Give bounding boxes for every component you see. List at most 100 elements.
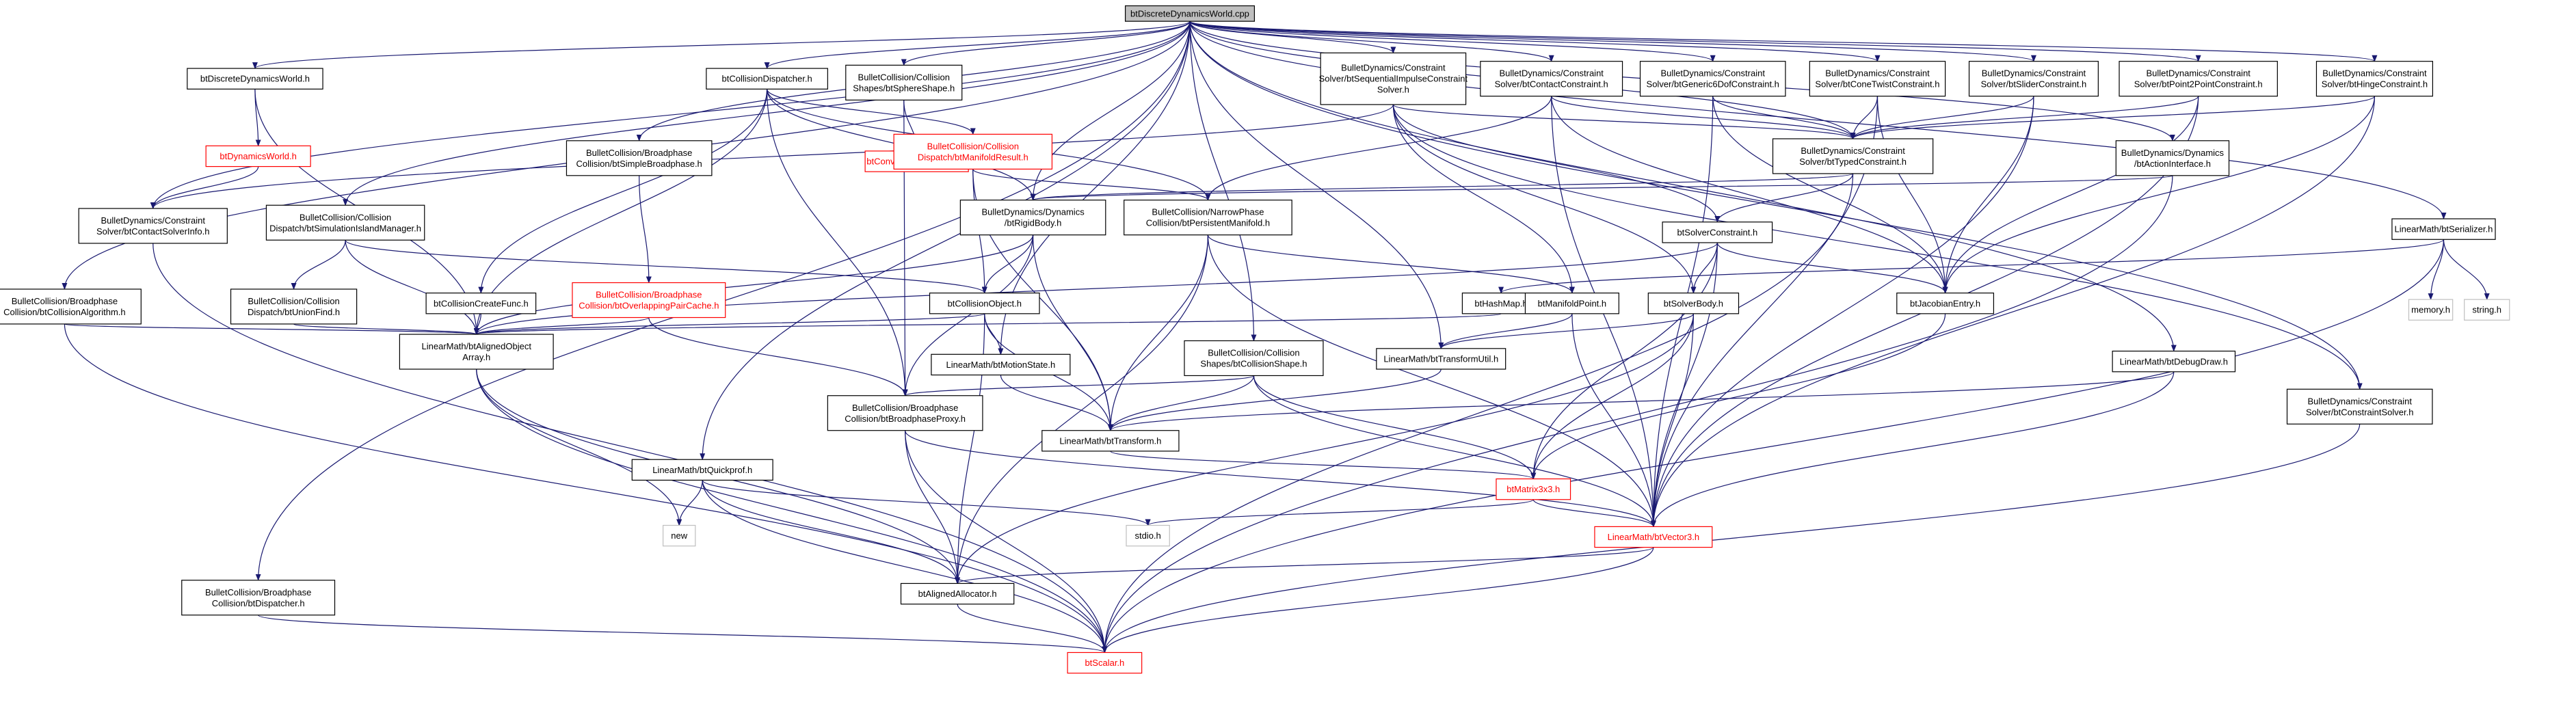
node-bulletdynamics-constraint-solver-btcontactsolverinfo-h[interactable]: BulletDynamics/ConstraintSolver/btContac… — [78, 208, 228, 244]
edge-btSBoh-to-btV3h — [1650, 313, 1694, 528]
node-linearmath-btserializer-h[interactable]: LinearMath/btSerializer.h — [2391, 218, 2496, 240]
node-btcollisionobject-h[interactable]: btCollisionObject.h — [929, 293, 1040, 314]
node-bulletdynamics-constraint-solver-bthingeconstraint-h[interactable]: BulletDynamics/ConstraintSolver/btHingeC… — [2315, 61, 2434, 97]
edge-root-to-btCSvh — [1189, 21, 2363, 390]
node-box — [399, 334, 554, 370]
node-bulletcollision-broadphase-collision-btoverlappingpaircache-h[interactable]: BulletCollision/BroadphaseCollision/btOv… — [572, 282, 726, 319]
node-btdynamicsworld-h[interactable]: btDynamicsWorld.h — [205, 145, 311, 167]
node-bulletcollision-narrowphase-collision-btpersistentmanifold-h[interactable]: BulletCollision/NarrowPhaseCollision/btP… — [1124, 200, 1292, 236]
node-btalignedallocator-h[interactable]: btAlignedAllocator.h — [900, 582, 1015, 605]
edge-btBPh-to-btAAh — [905, 430, 961, 584]
node-label-line: Dispatch/btManifoldResult.h — [918, 152, 1028, 162]
node-label-line: LinearMath/btTransform.h — [1059, 435, 1161, 446]
node-box — [1320, 52, 1467, 105]
node-stdio-h[interactable]: stdio.h — [1126, 524, 1170, 547]
node-bulletcollision-broadphase-collision-btsimplebroadphase-h[interactable]: BulletCollision/BroadphaseCollision/btSi… — [566, 140, 713, 176]
node-label-line: btScalar.h — [1085, 658, 1124, 668]
node-btcollisioncreatefunc-h[interactable]: btCollisionCreateFunc.h — [425, 293, 537, 314]
node-btsolverbody-h[interactable]: btSolverBody.h — [1647, 293, 1740, 314]
edge-btSCh-to-btM3h — [1530, 242, 1718, 480]
edge-btCAh-to-btScah — [64, 323, 1108, 654]
edge-btQPh-to-newh — [676, 480, 703, 526]
node-btmatrix3x3-h[interactable]: btMatrix3x3.h — [1496, 478, 1571, 500]
node-bulletcollision-collision-dispatch-btunionfind-h[interactable]: BulletCollision/CollisionDispatch/btUnio… — [230, 288, 358, 325]
node-bulletdynamics-dynamics-btactioninterface-h[interactable]: BulletDynamics/Dynamics/btActionInterfac… — [2115, 140, 2230, 176]
edge-btSIMh-to-btUFh — [291, 240, 346, 290]
node-bulletdynamics-constraint-solver-btconstraintsolver-h[interactable]: BulletDynamics/ConstraintSolver/btConstr… — [2286, 388, 2433, 425]
node-label-line: BulletDynamics/Constraint — [1660, 68, 1765, 79]
node-box — [566, 140, 713, 176]
edge-root-to-btCShh — [1189, 21, 1257, 342]
node-linearmath-bttransformutil-h[interactable]: LinearMath/btTransformUtil.h — [1376, 348, 1506, 370]
edge-btCSIh-to-btScah — [152, 243, 1108, 654]
node-bulletdynamics-constraint-solver-btsequentialimpulseconstraint-solver-h[interactable]: BulletDynamics/ConstraintSolver/btSequen… — [1319, 52, 1468, 105]
node-label-line: stdio.h — [1134, 530, 1160, 541]
edge-btSICS-to-btSBoh — [1392, 104, 1697, 294]
node-linearmath-btquickprof-h[interactable]: LinearMath/btQuickprof.h — [631, 459, 773, 481]
node-bulletcollision-collision-dispatch-btsimulationislandmanager-h[interactable]: BulletCollision/CollisionDispatch/btSimu… — [265, 204, 425, 241]
node-label-line: BulletDynamics/Constraint — [1982, 68, 2086, 79]
node-btscalar-h[interactable]: btScalar.h — [1067, 651, 1143, 674]
edge-root-to-btSerh — [1189, 21, 2447, 220]
node-linearmath-btvector3-h[interactable]: LinearMath/btVector3.h — [1594, 526, 1713, 548]
edge-btRBh-to-btBPh — [902, 234, 1034, 396]
edge-root-to-btCDh — [764, 21, 1191, 70]
edge-btV3h-to-btAAh — [955, 547, 1654, 584]
edge-btCOh-to-btAOAh — [474, 313, 985, 336]
edge-btCCh-to-btTCh — [1551, 96, 1856, 139]
node-box — [931, 353, 1071, 376]
edge-btTCh-to-btScah — [1102, 173, 1854, 654]
edge-btPMh-to-btAAh — [955, 234, 1209, 584]
node-bulletcollision-broadphase-collision-btcollisionalgorithm-h[interactable]: BulletCollision/BroadphaseCollision/btCo… — [0, 288, 142, 325]
node-label-line: Dispatch/btUnionFind.h — [248, 307, 340, 317]
node-label-line: btSolverBody.h — [1664, 298, 1723, 308]
node-box — [900, 582, 1015, 605]
node-label-line: BulletCollision/Collision — [300, 212, 391, 222]
node-label-line: BulletDynamics/Constraint — [1341, 63, 1446, 73]
node-memory-h[interactable]: memory.h — [2408, 299, 2454, 321]
node-new[interactable]: new — [663, 524, 696, 547]
node-bulletdynamics-constraint-solver-btcontactconstraint-h[interactable]: BulletDynamics/ConstraintSolver/btContac… — [1480, 61, 1623, 97]
edge-btSICS-to-btTCh — [1392, 104, 1856, 139]
node-linearmath-btmotionstate-h[interactable]: LinearMath/btMotionState.h — [931, 353, 1071, 376]
node-label-line: string.h — [2472, 305, 2501, 315]
node-btsolverconstraint-h[interactable]: btSolverConstraint.h — [1662, 221, 1773, 243]
node-btdiscretedynamicsworld-cpp[interactable]: btDiscreteDynamicsWorld.cpp — [1124, 5, 1256, 22]
edge-btHi-to-btJEh — [1942, 96, 2376, 294]
node-box — [2286, 388, 2433, 425]
node-linearmath-btdebugdraw-h[interactable]: LinearMath/btDebugDraw.h — [2112, 350, 2236, 373]
node-bulletcollision-collision-shapes-btsphereshape-h[interactable]: BulletCollision/CollisionShapes/btSphere… — [845, 64, 963, 100]
edge-btCSvh-to-btScah — [1102, 424, 2361, 654]
edge-btSIMh-to-btCOh — [345, 239, 987, 294]
edge-root-to-btQPh — [700, 21, 1191, 461]
edge-btBPh-to-btV3h — [905, 430, 1656, 528]
node-label-line: BulletCollision/Broadphase — [205, 587, 311, 597]
node-btmanifoldpoint-h[interactable]: btManifoldPoint.h — [1524, 293, 1619, 314]
edge-btQPh-to-btScah — [702, 480, 1108, 654]
node-label-line: Solver/btSequentialImpulseConstraint — [1319, 74, 1468, 84]
node-linearmath-bttransform-h[interactable]: LinearMath/btTransform.h — [1041, 430, 1180, 452]
node-bulletdynamics-constraint-solver-btsliderconstraint-h[interactable]: BulletDynamics/ConstraintSolver/btSlider… — [1968, 61, 2099, 97]
node-label-line: Solver/btContactConstraint.h — [1495, 79, 1608, 90]
edge-btCDh-to-btMRh — [767, 89, 976, 135]
node-bulletdynamics-dynamics-btrigidbody-h[interactable]: BulletDynamics/Dynamics/btRigidBody.h — [959, 200, 1106, 236]
node-bulletdynamics-constraint-solver-btconetwistconstraint-h[interactable]: BulletDynamics/ConstraintSolver/btConeTw… — [1809, 61, 1946, 97]
node-bulletcollision-broadphase-collision-btdispatcher-h[interactable]: BulletCollision/BroadphaseCollision/btDi… — [181, 580, 336, 616]
node-label-line: btDiscreteDynamicsWorld.h — [200, 74, 310, 84]
edge-btAIh-to-btRBh — [1031, 175, 2173, 201]
node-btjacobianentry-h[interactable]: btJacobianEntry.h — [1896, 293, 1995, 314]
node-bulletdynamics-constraint-solver-btpoint2pointconstraint-h[interactable]: BulletDynamics/ConstraintSolver/btPoint2… — [2119, 61, 2278, 97]
node-string-h[interactable]: string.h — [2464, 299, 2510, 321]
node-bulletcollision-collision-dispatch-btmanifoldresult-h[interactable]: BulletCollision/CollisionDispatch/btMani… — [893, 133, 1053, 170]
edge-btP2P-to-btJEh — [1942, 96, 2199, 294]
node-box — [1041, 430, 1180, 452]
node-bulletcollision-collision-shapes-btcollisionshape-h[interactable]: BulletCollision/CollisionShapes/btCollis… — [1184, 340, 1324, 377]
node-box — [1896, 293, 1995, 314]
node-bulletcollision-broadphase-collision-btbroadphaseproxy-h[interactable]: BulletCollision/BroadphaseCollision/btBr… — [827, 395, 983, 431]
node-btdiscretedynamicsworld-h[interactable]: btDiscreteDynamicsWorld.h — [187, 68, 323, 90]
node-bulletdynamics-constraint-solver-bttypedconstraint-h[interactable]: BulletDynamics/ConstraintSolver/btTypedC… — [1772, 138, 1934, 174]
node-bulletdynamics-constraint-solver-btgeneric6dofconstraint-h[interactable]: BulletDynamics/ConstraintSolver/btGeneri… — [1639, 61, 1786, 97]
node-label-line: memory.h — [2411, 305, 2450, 315]
node-btcollisiondispatcher-h[interactable]: btCollisionDispatcher.h — [706, 68, 828, 90]
